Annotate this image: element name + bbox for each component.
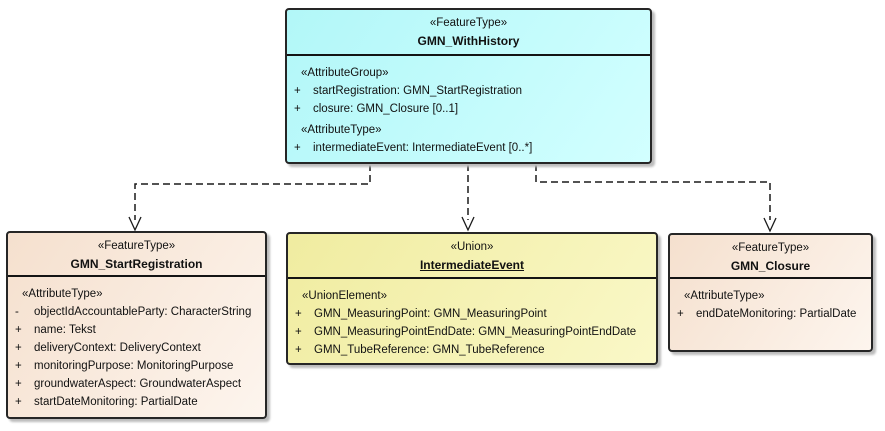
class-box-intermediateevent[interactable]: «Union» IntermediateEvent «UnionElement»… [286,232,658,365]
open-arrowhead-icon [763,217,777,233]
open-arrowhead-icon [128,216,142,232]
section-stereotype-label: «AttributeType» [301,124,382,136]
class-name: GMN_WithHistory [417,34,520,48]
visibility-prefix: + [294,85,301,97]
dependency-arrow-to-intermediateevent[interactable] [461,164,475,232]
visibility-prefix: + [15,396,22,408]
attribute-row: + GMN_TubeReference: GMN_TubeReference [288,341,656,359]
attribute-row: + groundwaterAspect: GroundwaterAspect [8,375,265,393]
visibility-prefix: + [15,324,22,336]
attribute-text: objectIdAccountableParty: CharacterStrin… [34,306,252,318]
attribute-text: deliveryContext: DeliveryContext [34,342,201,354]
visibility-prefix: + [294,103,301,115]
attribute-text: GMN_MeasuringPointEndDate: GMN_Measuring… [314,326,637,338]
stereotype-label: «FeatureType» [97,240,176,252]
attribute-text: endDateMonitoring: PartialDate [696,308,857,320]
attribute-text: name: Tekst [34,324,96,336]
attribute-text: startDateMonitoring: PartialDate [34,396,198,408]
attribute-text: GMN_MeasuringPoint: GMN_MeasuringPoint [314,308,547,320]
class-name: GMN_StartRegistration [70,257,203,271]
attribute-row: + deliveryContext: DeliveryContext [8,339,265,357]
section-stereotype-label: «UnionElement» [302,290,388,302]
stereotype-label: «Union» [450,241,494,253]
class-box-gmn-startregistration[interactable]: «FeatureType» GMN_StartRegistration «Att… [6,231,267,419]
attribute-row: + startDateMonitoring: PartialDate [8,393,265,411]
attribute-text: monitoringPurpose: MonitoringPurpose [34,360,234,372]
attribute-row: + GMN_MeasuringPointEndDate: GMN_Measuri… [288,323,656,341]
class-name: GMN_Closure [730,259,811,273]
class-box-gmn-withhistory[interactable]: «FeatureType» GMN_WithHistory «Attribute… [285,8,652,164]
visibility-prefix: + [295,344,302,356]
section-stereotype-label: «AttributeGroup» [301,67,389,79]
class-name: IntermediateEvent [419,258,525,272]
open-arrowhead-icon [461,216,475,232]
attribute-text: groundwaterAspect: GroundwaterAspect [34,378,242,390]
attribute-text: GMN_TubeReference: GMN_TubeReference [314,344,545,356]
attribute-row: + endDateMonitoring: PartialDate [670,305,871,323]
dependency-arrow-to-startregistration[interactable] [128,164,371,232]
class-box-gmn-closure[interactable]: «FeatureType» GMN_Closure «AttributeType… [668,233,873,352]
attribute-text: intermediateEvent: IntermediateEvent [0.… [313,142,533,154]
visibility-prefix: + [15,342,22,354]
visibility-prefix: + [677,308,684,320]
box-header: «FeatureType» GMN_Closure [670,235,871,279]
attribute-row: + intermediateEvent: IntermediateEvent [… [287,139,650,157]
dashed-line [134,164,371,220]
attribute-compartment: «AttributeGroup» + startRegistration: GM… [287,56,650,157]
dashed-line [535,164,771,220]
visibility-prefix: + [15,360,22,372]
visibility-prefix: + [295,326,302,338]
visibility-prefix: + [295,308,302,320]
stereotype-label: «FeatureType» [731,242,810,254]
visibility-prefix: + [294,142,301,154]
attribute-row: + GMN_MeasuringPoint: GMN_MeasuringPoint [288,305,656,323]
attribute-text: closure: GMN_Closure [0..1] [313,103,459,115]
visibility-prefix: - [15,306,19,318]
attribute-row: + name: Tekst [8,321,265,339]
attribute-row: - objectIdAccountableParty: CharacterStr… [8,303,265,321]
attribute-row: + closure: GMN_Closure [0..1] [287,100,650,118]
stereotype-label: «FeatureType» [429,17,508,29]
attribute-text: startRegistration: GMN_StartRegistration [313,85,522,97]
section-stereotype-label: «AttributeType» [684,290,765,302]
section-stereotype-label: «AttributeType» [22,288,103,300]
attribute-compartment: «AttributeType» - objectIdAccountablePar… [8,277,265,411]
attribute-row: + monitoringPurpose: MonitoringPurpose [8,357,265,375]
box-header: «FeatureType» GMN_WithHistory [287,10,650,56]
visibility-prefix: + [15,378,22,390]
box-header: «FeatureType» GMN_StartRegistration [8,233,265,277]
attribute-compartment: «UnionElement» + GMN_MeasuringPoint: GMN… [288,279,656,359]
box-header: «Union» IntermediateEvent [288,234,656,279]
attribute-compartment: «AttributeType» + endDateMonitoring: Par… [670,279,871,323]
attribute-row: + startRegistration: GMN_StartRegistrati… [287,82,650,100]
dependency-arrow-to-closure[interactable] [535,164,777,233]
